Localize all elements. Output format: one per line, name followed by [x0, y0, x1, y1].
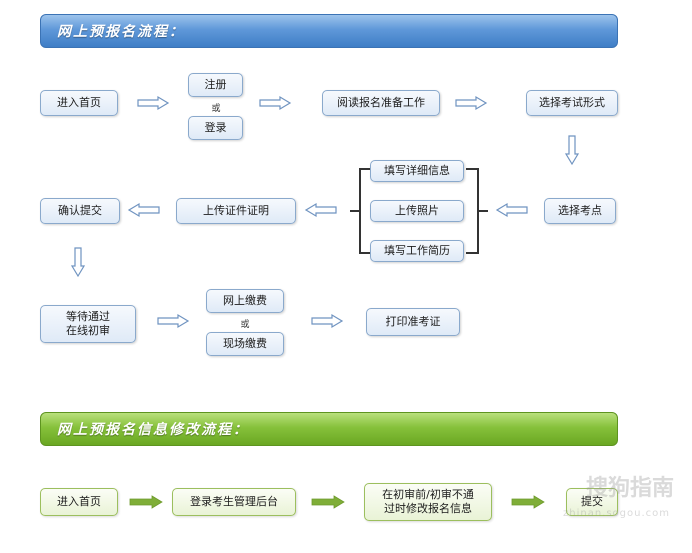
green-arrow-2 — [311, 495, 345, 509]
step-upload-cert: 上传证件证明 — [176, 198, 296, 224]
section1-title-banner: 网上预报名流程： — [40, 14, 618, 48]
or-label-1: 或 — [211, 104, 221, 114]
arrow-confirm-to-wait — [71, 247, 85, 277]
arrow-wait-to-pay — [157, 314, 189, 328]
step-print-ticket: 打印准考证 — [366, 308, 460, 336]
arrow-bracket-to-cert — [305, 203, 337, 217]
arrow-home-to-register — [137, 96, 169, 110]
step2-login-console: 登录考生管理后台 — [172, 488, 296, 516]
section2-title: 网上预报名信息修改流程： — [57, 422, 249, 438]
arrow-site-to-bracket — [496, 203, 528, 217]
right-bracket — [466, 168, 479, 254]
watermark-brand: 搜狗指南 — [585, 476, 674, 501]
green-arrow-3 — [511, 495, 545, 509]
arrow-register-to-read — [259, 96, 291, 110]
step-read-prep: 阅读报名准备工作 — [322, 90, 440, 116]
section1-title: 网上预报名流程： — [57, 24, 185, 40]
step-pay-onsite: 现场缴费 — [206, 332, 284, 356]
watermark-url: zhinan.sogou.com — [562, 508, 670, 519]
step-choose-site: 选择考点 — [544, 198, 616, 224]
step2-submit: 提交 — [566, 488, 618, 516]
step-choose-exam-form: 选择考试形式 — [526, 90, 618, 116]
arrow-cert-to-confirm — [128, 203, 160, 217]
step-fill-detail: 填写详细信息 — [370, 160, 464, 182]
section2-title-banner: 网上预报名信息修改流程： — [40, 412, 618, 446]
step-fill-resume: 填写工作简历 — [370, 240, 464, 262]
step-wait-review: 等待通过 在线初审 — [40, 305, 136, 343]
step2-modify-info: 在初审前/初审不通 过时修改报名信息 — [364, 483, 492, 521]
step-register: 注册 — [188, 73, 243, 97]
step-pay-online: 网上缴费 — [206, 289, 284, 313]
arrow-read-to-form — [455, 96, 487, 110]
step-upload-photo: 上传照片 — [370, 200, 464, 222]
step-login: 登录 — [188, 116, 243, 140]
arrow-form-to-site — [565, 135, 579, 165]
arrow-pay-to-print — [311, 314, 343, 328]
or-label-2: 或 — [240, 320, 250, 330]
green-arrow-1 — [129, 495, 163, 509]
step-confirm-submit: 确认提交 — [40, 198, 120, 224]
step-home: 进入首页 — [40, 90, 118, 116]
step2-home: 进入首页 — [40, 488, 118, 516]
